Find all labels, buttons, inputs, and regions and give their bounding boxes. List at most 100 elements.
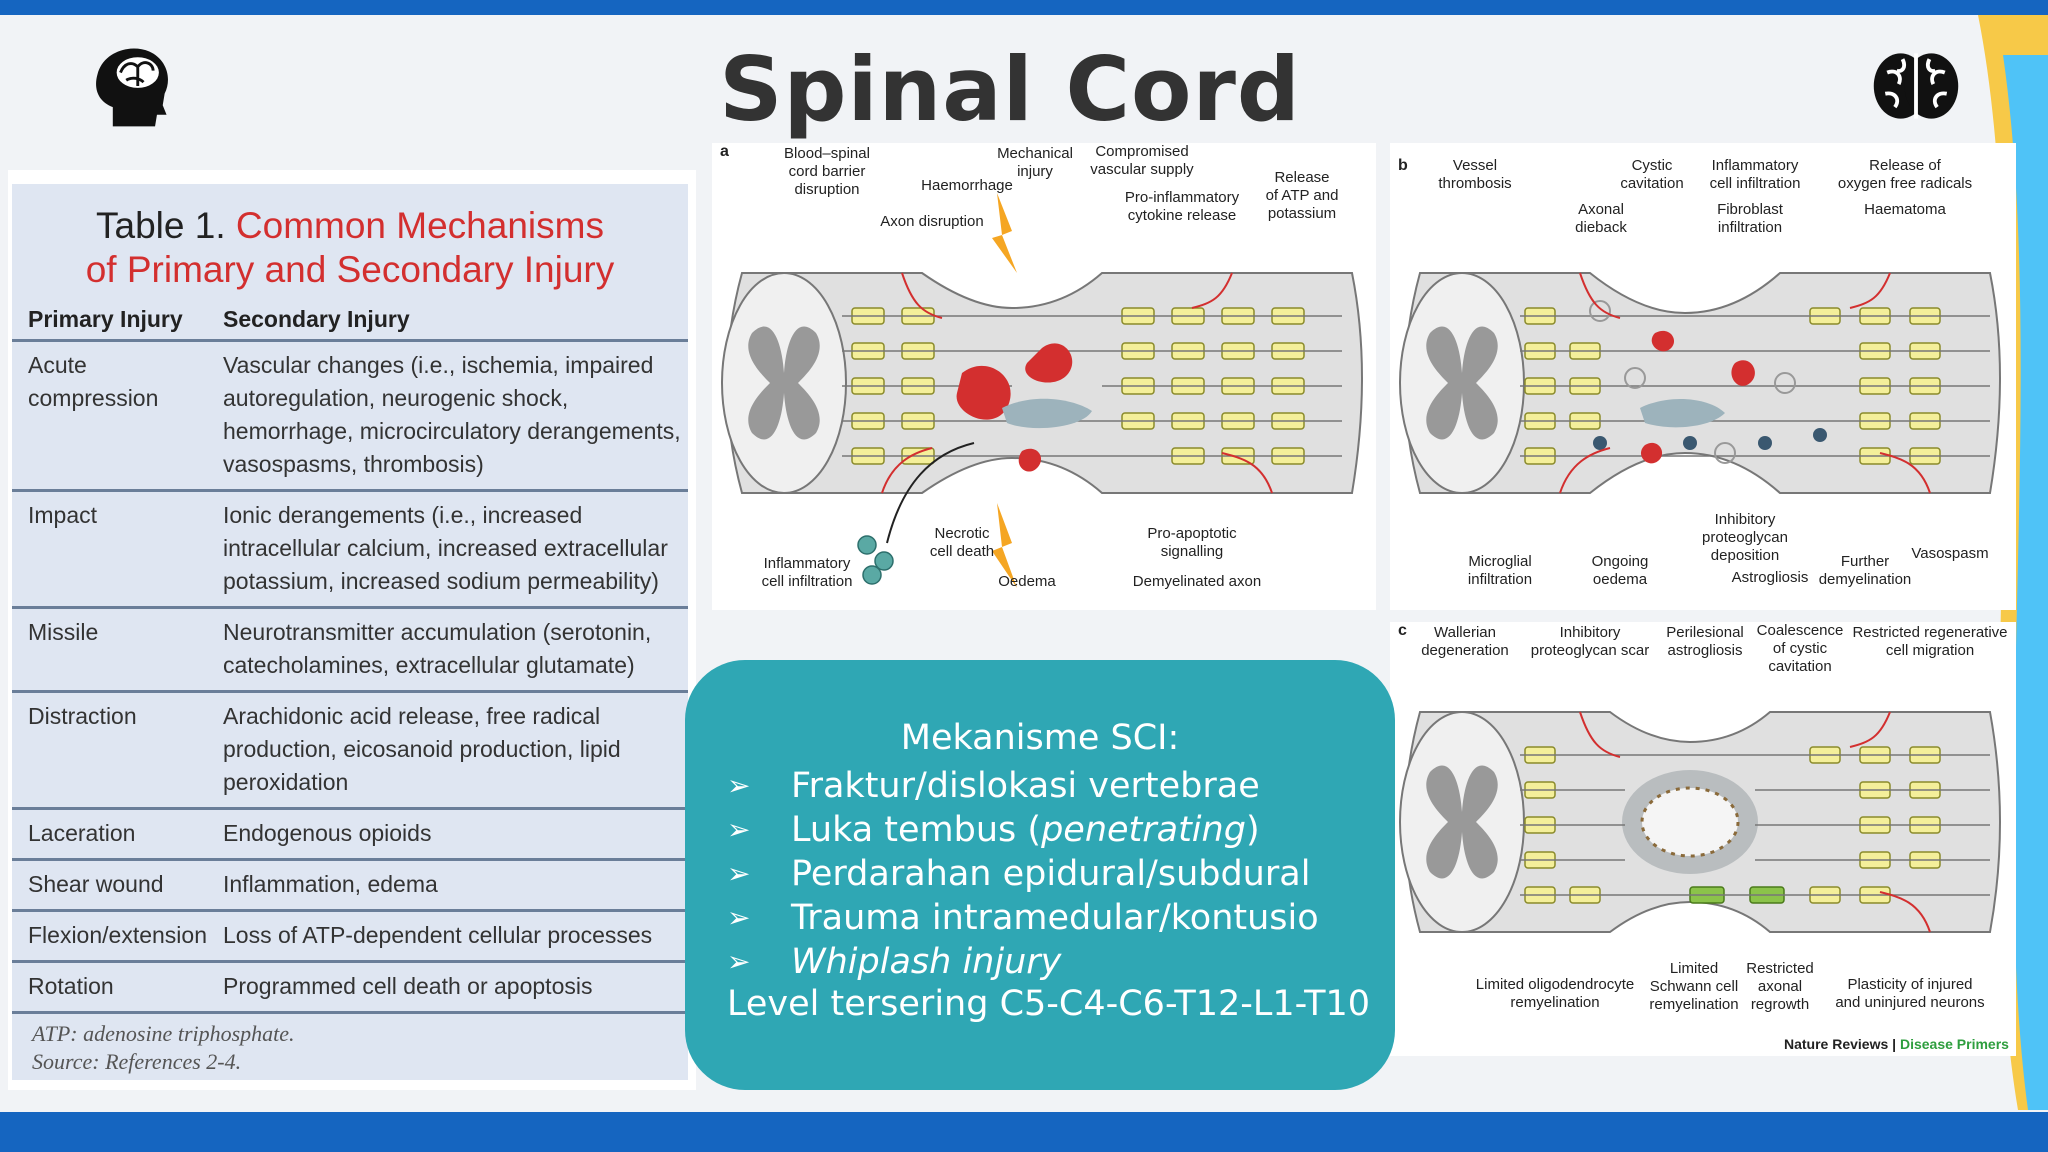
label-cytokine: Pro-inflammatory cytokine release: [1124, 189, 1240, 224]
label-limited-schwann: Limited Schwann cell remyelination: [1649, 960, 1739, 1013]
label-inhibitory-scar: Inhibitory proteoglycan scar: [1530, 624, 1650, 659]
label-restricted-migration: Restricted regenerative cell migration: [1852, 624, 2008, 659]
spinal-cord-diagram-c: [1399, 711, 2001, 933]
label-perilesional: Perilesional astrogliosis: [1666, 624, 1744, 659]
label-pro-apoptotic: Pro-apoptotic signalling: [1147, 525, 1237, 560]
primary-cell: Distraction: [12, 691, 207, 810]
sci-list: ➢ Fraktur/dislokasi vertebrae ➢ Luka tembu…: [727, 764, 1319, 984]
footnote-abbrev: ATP: adenosine triphosphate.: [32, 1021, 295, 1046]
label-bscb: Blood–spinal cord barrier disruption: [784, 145, 870, 198]
secondary-cell: Vascular changes (i.e., ischemia, impair…: [207, 340, 688, 492]
label-compromised: Compromised vascular supply: [1090, 143, 1194, 178]
table-title-prefix: Table 1.: [96, 205, 226, 246]
label-microglial: Microglial infiltration: [1467, 553, 1533, 588]
sci-mechanism-box: Mekanisme SCI: ➢ Fraktur/dislokasi verteb…: [685, 660, 1395, 1090]
label-inflammatory: Inflammatory cell infiltration: [761, 555, 853, 590]
label-oedema: Oedema: [998, 573, 1056, 590]
mechanisms-table-card: Table 1. Common Mechanisms of Primary an…: [12, 184, 688, 1080]
label-demyelinated: Demyelinated axon: [1132, 573, 1262, 590]
footnote-source: Source: References 2-4.: [32, 1049, 242, 1074]
secondary-cell: Loss of ATP-dependent cellular processes: [207, 910, 688, 963]
label-fibroblast: Fibroblast infiltration: [1717, 201, 1783, 236]
label-ongoing: Ongoing oedema: [1591, 553, 1649, 588]
spinal-cord-diagram-a: [721, 193, 1363, 588]
primary-cell: Rotation: [12, 961, 207, 1014]
secondary-cell: Ionic derangements (i.e., increased intr…: [207, 490, 688, 609]
mechanisms-table-panel: Table 1. Common Mechanisms of Primary an…: [8, 170, 696, 1090]
item-emphasis: penetrating: [1041, 810, 1246, 850]
panel-a-letter: a: [720, 143, 729, 160]
list-item: ➢Trauma intramedular/kontusio: [727, 896, 1319, 940]
mechanisms-table: Primary Injury Secondary Injury Acute co…: [12, 300, 688, 1014]
primary-cell: Shear wound: [12, 859, 207, 912]
label-cystic: Cystic cavitation: [1620, 157, 1684, 192]
header-primary: Primary Injury: [12, 300, 207, 342]
arrow-bullet-icon: ➢: [727, 857, 751, 890]
panel-c-letter: c: [1398, 622, 1407, 639]
label-axonal-dieback: Axonal dieback: [1575, 201, 1627, 236]
label-coalescence: Coalescence of cystic cavitation: [1756, 622, 1844, 675]
table-footnote: ATP: adenosine triphosphate. Source: Ref…: [32, 1020, 295, 1076]
primary-cell: Flexion/extension: [12, 910, 207, 963]
label-necrotic: Necrotic cell death: [929, 525, 995, 560]
sci-level-text: Level tersering C5-C4-C6-T12-L1-T10: [727, 984, 1371, 1024]
brain-icon: [1873, 53, 1959, 119]
table-title-line1: Common Mechanisms: [235, 205, 604, 246]
figure-panel-b: b Vessel thrombosis Cystic cavitation In…: [1390, 143, 2016, 610]
label-astrogliosis: Astrogliosis: [1731, 569, 1809, 586]
primary-cell: Acute compression: [12, 340, 207, 492]
item-text: Fraktur/dislokasi vertebrae: [791, 766, 1260, 806]
label-haematoma: Haematoma: [1864, 201, 1946, 218]
list-item: ➢ Whiplash injury: [727, 940, 1319, 984]
item-suffix: ): [1245, 810, 1260, 850]
item-emphasis: Whiplash injury: [791, 942, 1062, 982]
arrow-bullet-icon: ➢: [727, 945, 751, 978]
bottom-accent-bar: [0, 1112, 2048, 1152]
label-wallerian: Wallerian degeneration: [1421, 624, 1509, 659]
secondary-cell: Inflammation, edema: [207, 859, 688, 912]
item-text: Perdarahan epidural/subdural: [791, 854, 1311, 894]
source-suffix: Disease Primers: [1899, 1036, 2009, 1052]
label-restricted-axonal: Restricted axonal regrowth: [1746, 960, 1814, 1013]
primary-cell: Laceration: [12, 808, 207, 861]
top-accent-bar: [0, 0, 2048, 15]
arrow-bullet-icon: ➢: [727, 813, 751, 846]
figure-panel-c: c Wallerian degeneration Inhibitory prot…: [1390, 622, 2016, 1056]
head-brain-icon: [96, 48, 168, 127]
item-text: Trauma intramedular/kontusio: [791, 898, 1319, 938]
list-item: ➢ Perdarahan epidural/subdural: [727, 852, 1319, 896]
secondary-cell: Arachidonic acid release, free radical p…: [207, 691, 688, 810]
label-further: Further demyelination: [1818, 553, 1912, 588]
item-text: Luka tembus (: [791, 810, 1042, 850]
panel-b-letter: b: [1398, 157, 1408, 174]
secondary-cell: Endogenous opioids: [207, 808, 688, 861]
header-secondary: Secondary Injury: [207, 300, 688, 342]
label-axon-disruption: Axon disruption: [880, 213, 984, 230]
list-item: ➢ Luka tembus (penetrating): [727, 808, 1319, 852]
label-release-atp: Release of ATP and potassium: [1265, 169, 1339, 222]
label-release-oxygen: Release of oxygen free radicals: [1837, 157, 1973, 192]
label-mechanical-injury: Mechanical injury: [997, 145, 1073, 180]
arrow-bullet-icon: ➢: [727, 769, 751, 802]
list-item: ➢ Fraktur/dislokasi vertebrae: [727, 764, 1319, 808]
source-prefix: Nature Reviews |: [1784, 1036, 1897, 1052]
label-inflammatory-b: Inflammatory cell infiltration: [1709, 157, 1801, 192]
spinal-cord-diagram-b: [1399, 272, 2001, 494]
sci-heading: Mekanisme SCI:: [900, 718, 1180, 758]
table-title-line2: of Primary and Secondary Injury: [85, 249, 615, 290]
primary-cell: Missile: [12, 607, 207, 693]
label-plasticity: Plasticity of injured and uninjured neur…: [1835, 976, 1985, 1011]
secondary-cell: Programmed cell death or apoptosis: [207, 961, 688, 1014]
figure-panel-a: a Blood–spinal cord barrier disruption H…: [712, 143, 1376, 610]
table-title: Table 1. Common Mechanisms of Primary an…: [12, 204, 688, 292]
label-vessel: Vessel thrombosis: [1438, 157, 1512, 192]
label-vasospasm: Vasospasm: [1911, 545, 1989, 562]
label-inhibitory: Inhibitory proteoglycan deposition: [1702, 511, 1788, 564]
figure-source: Nature Reviews | Disease Primers: [1784, 1036, 2009, 1052]
